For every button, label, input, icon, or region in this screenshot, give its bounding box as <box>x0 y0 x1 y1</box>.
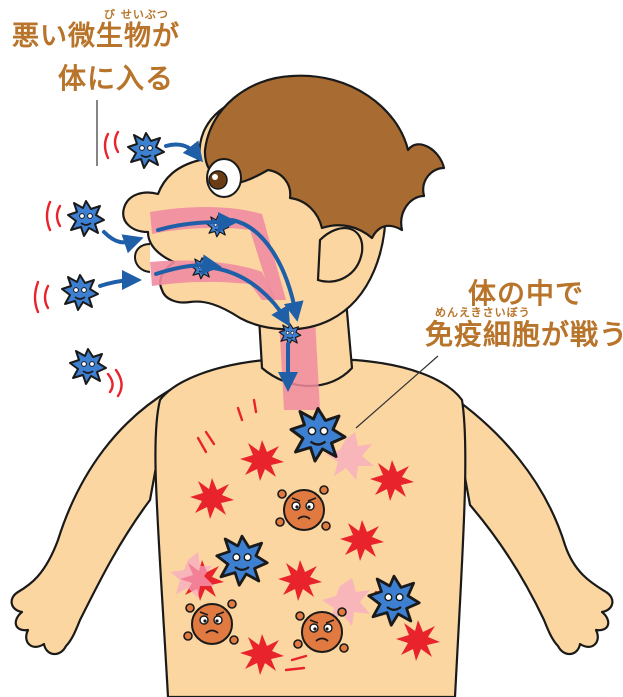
fight-line2: 免疫細胞が戦う <box>425 320 623 350</box>
germs-enter-label-2: 体に入る <box>58 64 174 94</box>
germs-enter-line1: 悪い微生物が <box>12 22 180 52</box>
germs-enter-label: び せいぶつ 悪い微生物が <box>12 6 180 52</box>
head <box>123 76 444 330</box>
germs-ruby: び せいぶつ <box>12 6 180 22</box>
fight-label-2: めんえきさいぼう 免疫細胞が戦う <box>425 304 623 350</box>
germs-enter-line2: 体に入る <box>58 64 174 94</box>
